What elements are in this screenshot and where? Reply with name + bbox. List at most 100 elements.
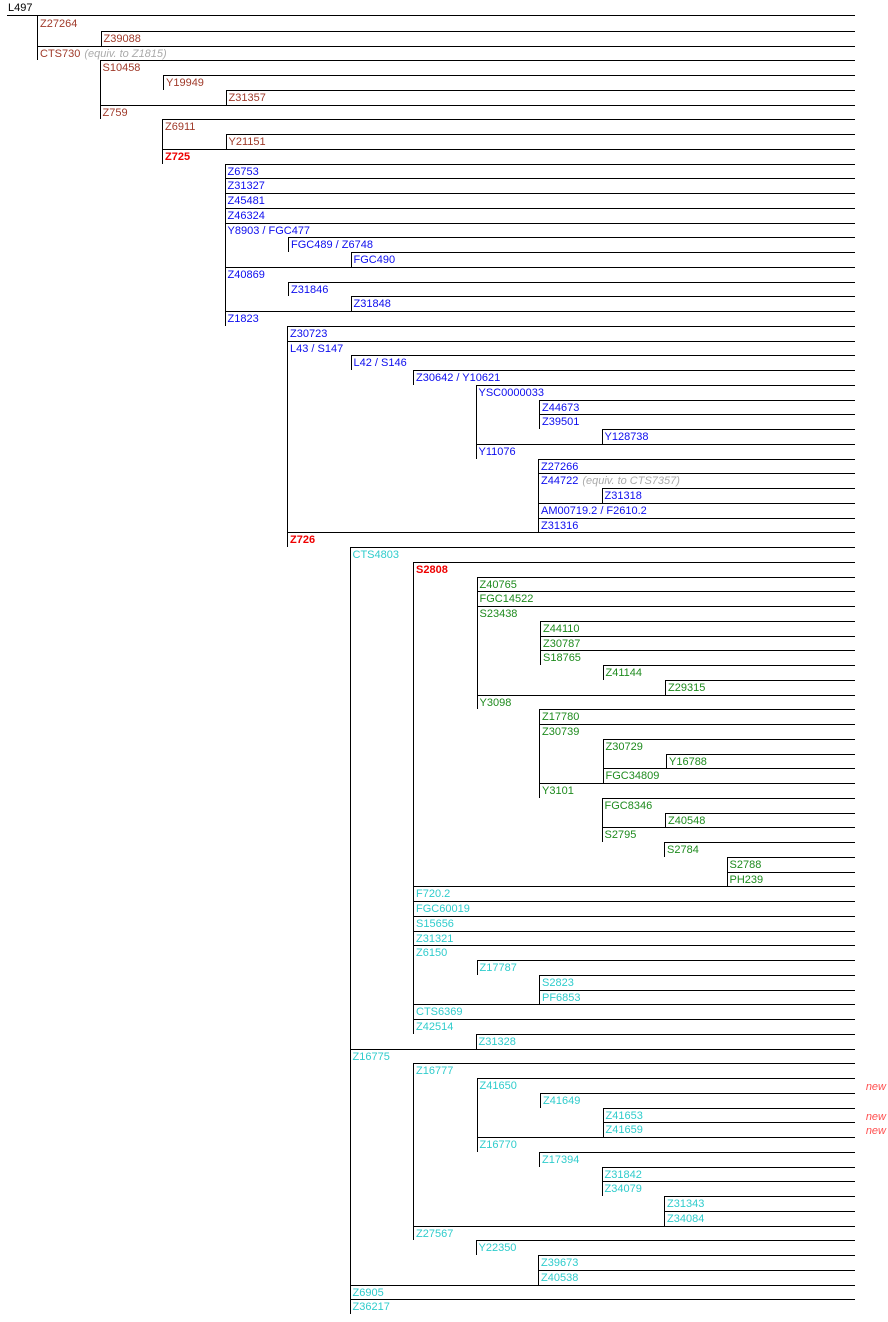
snp-link-z30729[interactable]: Z30729 [605, 740, 643, 753]
snp-link-s15656[interactable]: S15656 [416, 917, 454, 930]
snp-link-z44722[interactable]: Z44722 [541, 475, 579, 488]
root-snp-label[interactable]: L497 [8, 2, 33, 14]
snp-link-y3101[interactable]: Y3101 [542, 785, 574, 797]
snp-link-cts6369[interactable]: CTS6369 [416, 1006, 463, 1019]
snp-link-z726[interactable]: Z726 [290, 534, 316, 547]
snp-link-s2788[interactable]: S2788 [729, 858, 762, 871]
snp-link-z16770[interactable]: Z16770 [479, 1139, 517, 1151]
snp-link-z41653[interactable]: Z41653 [605, 1109, 643, 1122]
snp-link-z30739[interactable]: Z30739 [542, 726, 580, 738]
snp-link-z31343[interactable]: Z31343 [667, 1198, 705, 1210]
snp-link-z41659[interactable]: Z41659 [605, 1124, 643, 1137]
snp-link-z1823[interactable]: Z1823 [227, 313, 259, 325]
snp-link-z27567[interactable]: Z27567 [416, 1227, 454, 1240]
snp-link-z30642-y10621[interactable]: Z30642 / Y10621 [416, 372, 501, 384]
snp-link-z34084[interactable]: Z34084 [667, 1212, 705, 1225]
snp-link-z31316[interactable]: Z31316 [541, 519, 579, 532]
snp-link-z44110[interactable]: Z44110 [543, 622, 580, 635]
snp-link-z16775[interactable]: Z16775 [352, 1050, 390, 1063]
snp-link-z44673[interactable]: Z44673 [542, 401, 580, 414]
snp-link-z31848[interactable]: Z31848 [353, 298, 391, 311]
snp-link-z6753[interactable]: Z6753 [227, 165, 259, 178]
snp-link-z6150[interactable]: Z6150 [416, 947, 448, 960]
snp-link-y3098[interactable]: Y3098 [479, 696, 512, 709]
snp-link-y19949[interactable]: Y19949 [166, 77, 204, 89]
snp-link-ph239[interactable]: PH239 [729, 873, 764, 886]
snp-link-f720.2[interactable]: F720.2 [416, 888, 451, 901]
snp-link-z46324[interactable]: Z46324 [227, 209, 265, 222]
snp-link-z30723[interactable]: Z30723 [290, 327, 328, 340]
snp-link-z17394[interactable]: Z17394 [542, 1153, 580, 1166]
snp-link-s2795[interactable]: S2795 [604, 829, 637, 842]
snp-link-z40869[interactable]: Z40869 [227, 268, 265, 281]
tree-node-z40765: Z40765 [476, 576, 855, 592]
snp-link-z759[interactable]: Z759 [102, 106, 128, 119]
snp-link-z42514[interactable]: Z42514 [416, 1021, 454, 1033]
snp-link-z40765[interactable]: Z40765 [479, 578, 517, 591]
snp-link-z27264[interactable]: Z27264 [40, 18, 78, 30]
snp-link-ysc0000033[interactable]: YSC0000033 [478, 386, 544, 399]
snp-link-z34079[interactable]: Z34079 [604, 1183, 642, 1196]
snp-link-am00719.2-f2610.2[interactable]: AM00719.2 / F2610.2 [541, 504, 647, 517]
snp-link-s2784[interactable]: S2784 [667, 844, 699, 856]
snp-link-y128738[interactable]: Y128738 [604, 431, 649, 443]
snp-link-z36217[interactable]: Z36217 [352, 1301, 390, 1314]
snp-link-s10458[interactable]: S10458 [102, 62, 141, 75]
snp-link-z31327[interactable]: Z31327 [227, 180, 265, 193]
snp-link-z41144[interactable]: Z41144 [605, 667, 643, 679]
snp-link-y22350[interactable]: Y22350 [478, 1242, 517, 1255]
snp-link-fgc8346[interactable]: FGC8346 [604, 799, 653, 812]
snp-link-z6911[interactable]: Z6911 [165, 121, 196, 134]
snp-link-z29315[interactable]: Z29315 [668, 681, 706, 694]
snp-link-fgc60019[interactable]: FGC60019 [416, 903, 470, 915]
snp-link-z17787[interactable]: Z17787 [479, 962, 517, 974]
snp-link-s23438[interactable]: S23438 [479, 608, 518, 620]
snp-link-z40538[interactable]: Z40538 [541, 1271, 579, 1284]
snp-link-z17780[interactable]: Z17780 [542, 711, 580, 724]
snp-link-z39673[interactable]: Z39673 [541, 1257, 579, 1269]
tree-node-z31318: Z31318 [601, 488, 855, 503]
snp-link-l42-s146[interactable]: L42 / S146 [353, 357, 407, 370]
tree-row-z40869: Z40869 [225, 266, 855, 282]
snp-link-z40548[interactable]: Z40548 [668, 814, 706, 827]
snp-link-z725[interactable]: Z725 [165, 150, 191, 163]
snp-link-z30787[interactable]: Z30787 [543, 637, 581, 650]
snp-link-z39088[interactable]: Z39088 [103, 32, 141, 45]
snp-link-s2808[interactable]: S2808 [416, 563, 448, 576]
tree-node-z39673: Z39673 [538, 1255, 855, 1270]
snp-link-z6905[interactable]: Z6905 [352, 1286, 384, 1299]
snp-link-fgc34809[interactable]: FGC34809 [605, 770, 660, 783]
snp-link-z31842[interactable]: Z31842 [604, 1168, 642, 1181]
snp-link-s18765[interactable]: S18765 [543, 652, 581, 665]
snp-link-y16788[interactable]: Y16788 [669, 755, 707, 768]
tree-node-s15656: S15656 [413, 915, 855, 931]
snp-link-y8903-fgc477[interactable]: Y8903 / FGC477 [227, 224, 311, 237]
snp-link-z31328[interactable]: Z31328 [478, 1035, 516, 1048]
tree-row-z31328: Z31328 [475, 1033, 855, 1049]
snp-link-z39501[interactable]: Z39501 [542, 416, 580, 429]
snp-link-z31846[interactable]: Z31846 [291, 283, 329, 296]
snp-link-y21151[interactable]: Y21151 [228, 136, 266, 148]
snp-link-pf6853[interactable]: PF6853 [542, 991, 581, 1004]
snp-link-y11076[interactable]: Y11076 [478, 445, 516, 458]
snp-link-z16777[interactable]: Z16777 [416, 1065, 454, 1078]
snp-link-fgc14522[interactable]: FGC14522 [479, 593, 534, 606]
snp-link-l43-s147[interactable]: L43 / S147 [290, 342, 344, 355]
snp-link-z45481[interactable]: Z45481 [227, 195, 265, 207]
snp-link-z31357[interactable]: Z31357 [228, 91, 266, 104]
snp-link-z31318[interactable]: Z31318 [604, 490, 642, 502]
snp-link-fgc489-z6748[interactable]: FGC489 / Z6748 [291, 239, 373, 252]
snp-link-z41649[interactable]: Z41649 [543, 1094, 581, 1107]
snp-link-s2823[interactable]: S2823 [542, 976, 574, 989]
snp-link-cts730[interactable]: CTS730 [40, 47, 81, 60]
snp-link-z41650[interactable]: Z41650 [479, 1080, 517, 1092]
snp-link-cts4803[interactable]: CTS4803 [352, 549, 399, 561]
snp-link-fgc490[interactable]: FGC490 [353, 254, 396, 266]
snp-link-z31321[interactable]: Z31321 [416, 932, 454, 945]
snp-link-z27266[interactable]: Z27266 [541, 460, 579, 473]
